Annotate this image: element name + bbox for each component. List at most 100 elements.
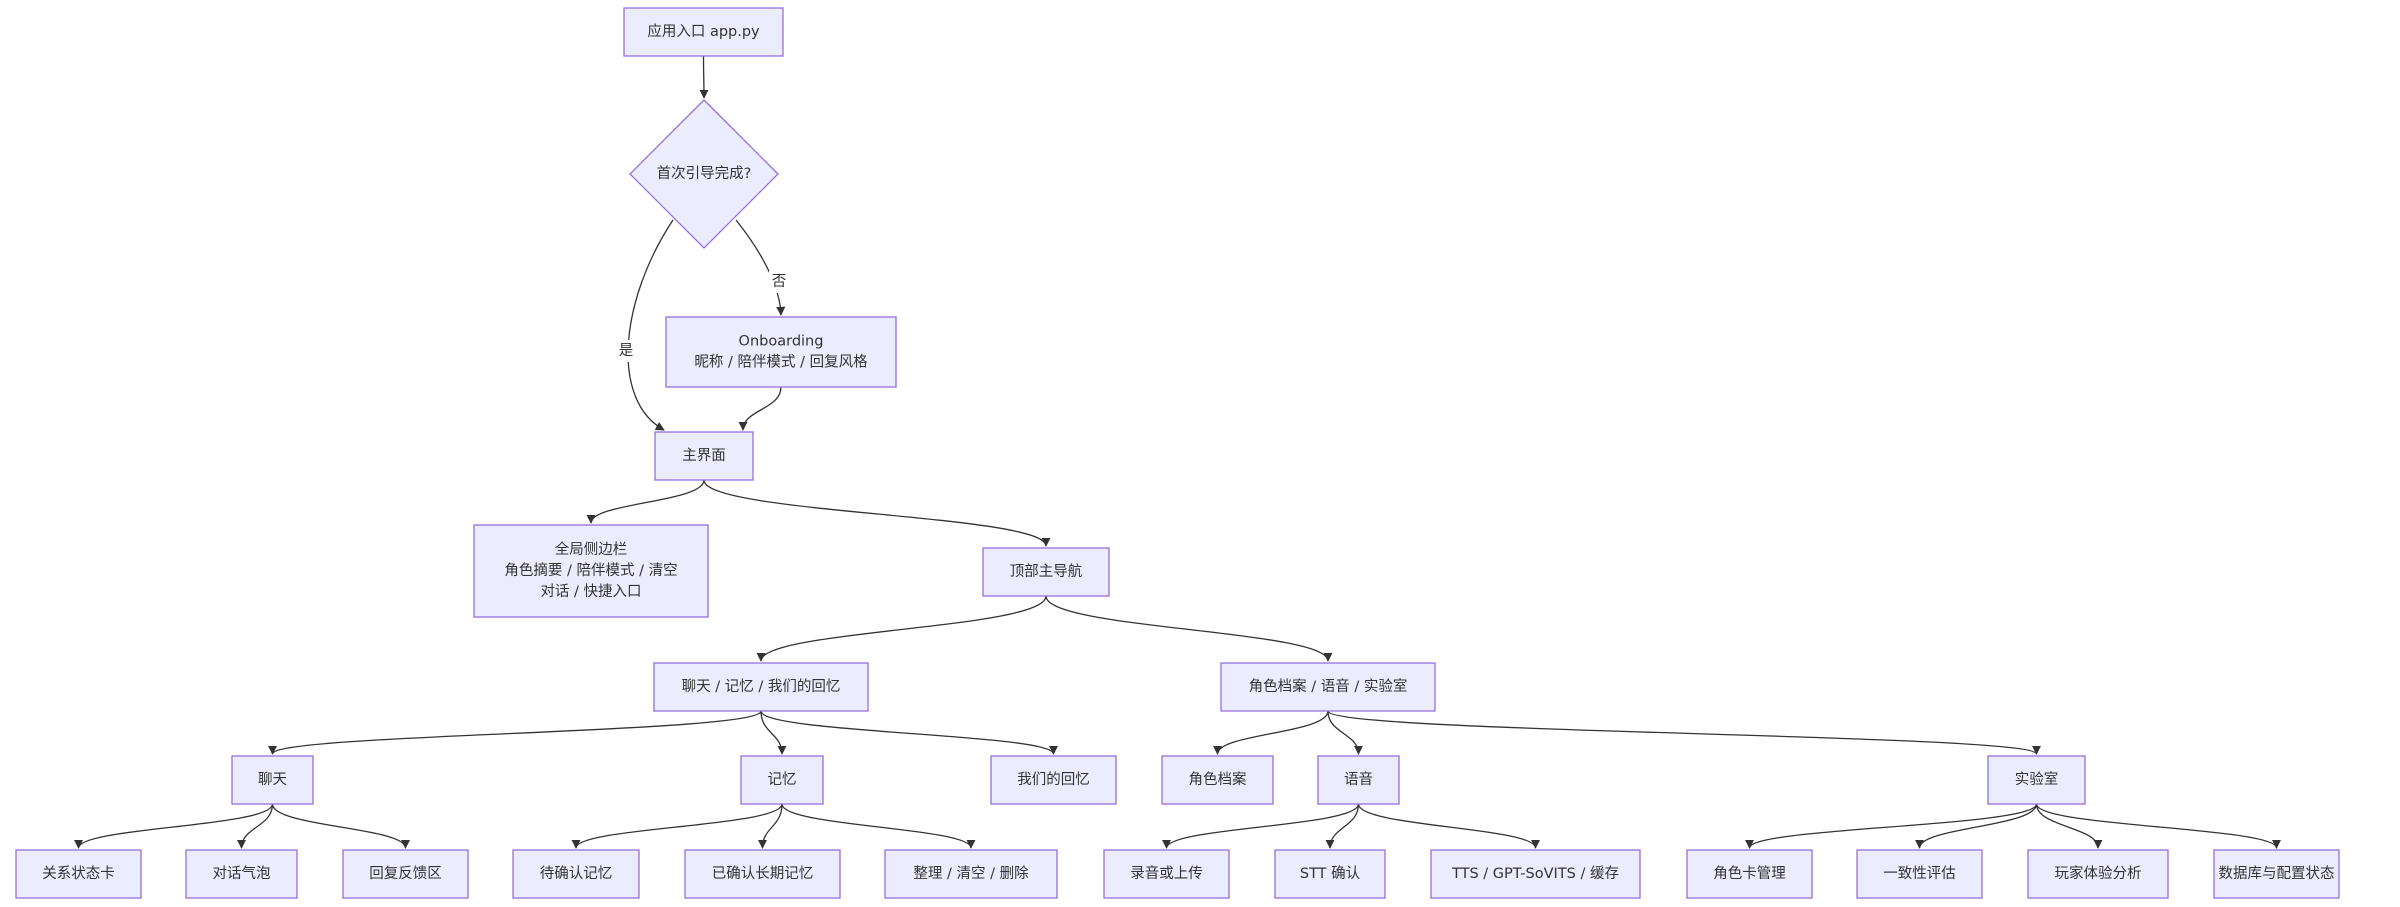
edge-line xyxy=(735,219,786,316)
node-experience: 玩家体验分析 xyxy=(2027,849,2169,899)
node-label-line: TTS / GPT-SoVITS / 缓存 xyxy=(1451,865,1619,882)
node-label-line: 对话 / 快捷入口 xyxy=(540,583,641,600)
node-box xyxy=(1686,849,1813,899)
node-label-line: STT 确认 xyxy=(1300,865,1361,882)
edge-chat-bubble xyxy=(236,803,274,849)
node-label-line: 待确认记忆 xyxy=(540,865,613,882)
edge-line xyxy=(1914,803,2038,849)
node-bubble: 对话气泡 xyxy=(185,849,298,899)
node-profile: 角色档案 xyxy=(1161,755,1274,805)
edge-line xyxy=(236,803,274,849)
node-label-line: 对话气泡 xyxy=(213,865,271,882)
edge-line xyxy=(586,479,705,524)
edge-line xyxy=(738,386,782,431)
node-cardmgr: 角色卡管理 xyxy=(1686,849,1813,899)
edge-main-sidebar xyxy=(586,479,705,524)
node-organize: 整理 / 清空 / 删除 xyxy=(884,849,1058,899)
edge-line xyxy=(2035,803,2103,849)
node-dbconfig: 数据库与配置状态 xyxy=(2213,849,2340,899)
node-voice: 语音 xyxy=(1317,755,1400,805)
edge-voice-tts xyxy=(1357,803,1540,849)
node-label-line: 记忆 xyxy=(768,771,797,788)
node-record: 录音或上传 xyxy=(1103,849,1230,899)
edge-line xyxy=(1745,803,2038,849)
edge-lab-cardmgr xyxy=(1745,803,2038,849)
node-stt: STT 确认 xyxy=(1274,849,1386,899)
edge-topnav-group1 xyxy=(756,595,1047,662)
edge-label-text: 是 xyxy=(619,343,634,359)
node-label-line: 昵称 / 陪伴模式 / 回复风格 xyxy=(694,353,868,371)
edge-line xyxy=(571,803,783,849)
node-box xyxy=(884,849,1058,899)
edge-line xyxy=(781,803,976,849)
edge-memory-organize xyxy=(781,803,976,849)
edge-memory-pending xyxy=(571,803,783,849)
edge-group1-memory xyxy=(760,710,787,755)
node-feedback: 回复反馈区 xyxy=(342,849,469,899)
edge-group2-voice xyxy=(1327,710,1364,755)
node-pending: 待确认记忆 xyxy=(512,849,640,899)
node-box xyxy=(665,316,897,388)
edge-line xyxy=(760,710,1058,755)
node-label-line: 主界面 xyxy=(682,447,726,464)
node-label-line: 顶部主导航 xyxy=(1010,563,1083,580)
node-label-line: 聊天 xyxy=(258,771,287,788)
node-box xyxy=(473,524,709,618)
node-label-line: 数据库与配置状态 xyxy=(2219,865,2335,882)
node-topnav: 顶部主导航 xyxy=(982,547,1110,597)
edge-topnav-group2 xyxy=(1045,595,1333,662)
edge-group1-chat xyxy=(268,710,762,755)
edge-line xyxy=(1327,710,1364,755)
node-box xyxy=(1161,755,1274,805)
node-box xyxy=(1430,849,1641,899)
edge-label-background xyxy=(769,271,789,293)
node-box xyxy=(653,662,869,712)
node-recall: 我们的回忆 xyxy=(990,755,1117,805)
node-memory: 记忆 xyxy=(740,755,824,805)
node-box xyxy=(2027,849,2169,899)
node-label-line: 语音 xyxy=(1344,771,1373,788)
edge-chat-rel xyxy=(74,803,274,849)
edge-label-background xyxy=(616,340,636,362)
edge-lab-experience xyxy=(2035,803,2103,849)
edge-voice-stt xyxy=(1325,803,1360,849)
node-label-line: 录音或上传 xyxy=(1130,865,1203,882)
node-box xyxy=(684,849,841,899)
node-rel: 关系状态卡 xyxy=(15,849,142,899)
node-box xyxy=(185,849,298,899)
edge-group1-recall xyxy=(760,710,1058,755)
node-consistency: 一致性评估 xyxy=(1856,849,1983,899)
edge-group2-profile xyxy=(1212,710,1329,755)
node-box xyxy=(2213,849,2340,899)
edge-memory-confirmed xyxy=(757,803,783,849)
node-box xyxy=(231,755,314,805)
node-label-line: 玩家体验分析 xyxy=(2055,865,2142,882)
edge-chat-feedback xyxy=(271,803,410,849)
edge-line xyxy=(1327,710,2041,755)
node-confirmed: 已确认长期记忆 xyxy=(684,849,841,899)
node-box xyxy=(1987,755,2086,805)
node-group1: 聊天 / 记忆 / 我们的回忆 xyxy=(653,662,869,712)
node-box xyxy=(1220,662,1436,712)
edge-label-decision-main: 是 xyxy=(616,340,636,362)
node-label-line: 聊天 / 记忆 / 我们的回忆 xyxy=(682,678,841,695)
node-box xyxy=(1103,849,1230,899)
node-entry: 应用入口 app.py xyxy=(623,7,784,57)
node-label-line: 回复反馈区 xyxy=(369,864,442,882)
node-main: 主界面 xyxy=(654,431,754,481)
node-box xyxy=(1856,849,1983,899)
node-decision: 首次引导完成? xyxy=(629,99,779,249)
node-box xyxy=(342,849,469,899)
node-label-line: 角色摘要 / 陪伴模式 / 清空 xyxy=(504,561,677,579)
node-label-line: 我们的回忆 xyxy=(1017,771,1090,788)
edge-lab-consistency xyxy=(1914,803,2038,849)
edge-group2-lab xyxy=(1327,710,2041,755)
node-label-line: 应用入口 app.py xyxy=(647,22,760,40)
node-box xyxy=(1274,849,1386,899)
edge-line xyxy=(703,479,1051,547)
node-box xyxy=(512,849,640,899)
edge-line xyxy=(1045,595,1333,662)
